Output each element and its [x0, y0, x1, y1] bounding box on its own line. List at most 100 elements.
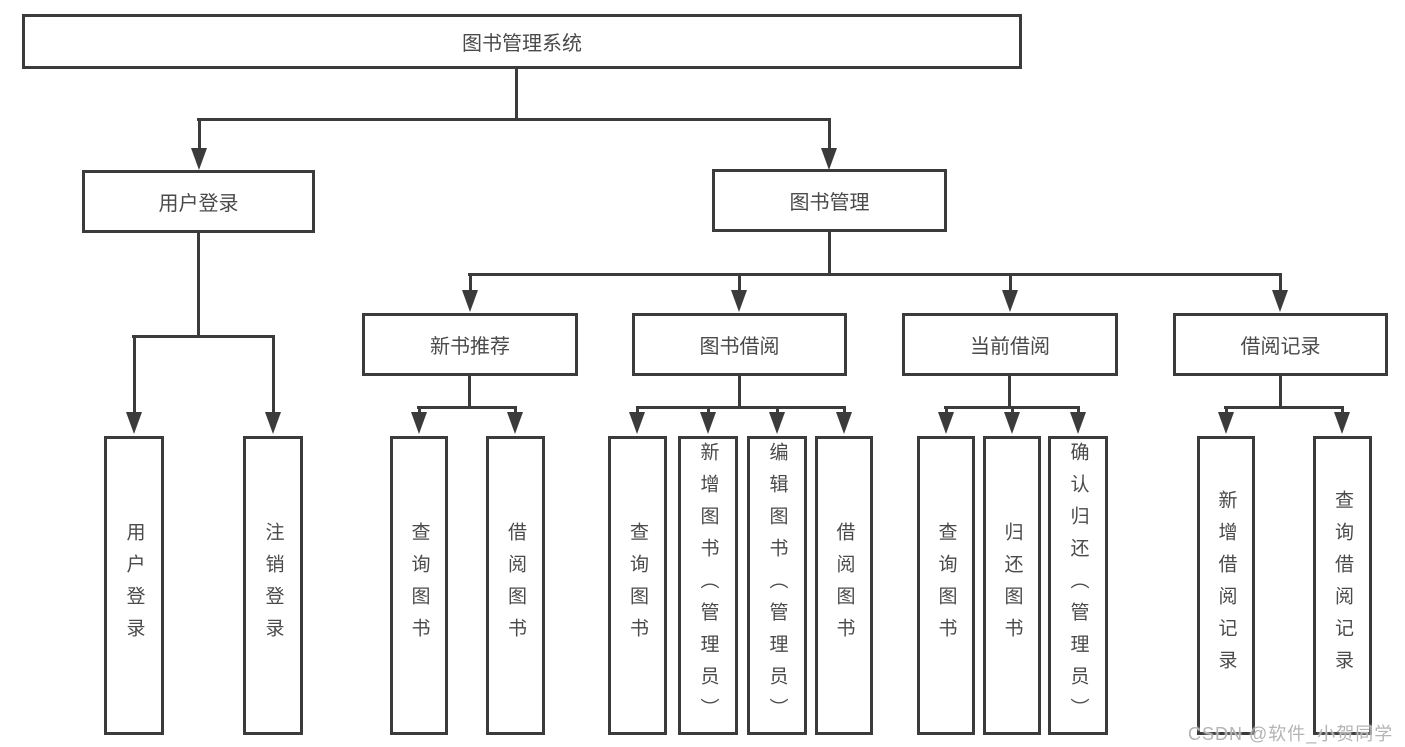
arrowhead-down-icon: [462, 290, 478, 312]
arrow-to-leaf: [1218, 406, 1234, 434]
arrow-to-leaf: [629, 406, 645, 434]
node-root-library-system: 图书管理系统: [22, 14, 1022, 69]
node-label: 当前借阅: [970, 336, 1050, 358]
node-book-management: 图书管理: [712, 169, 947, 232]
leaf-label: 新增图书（管理员）: [697, 441, 719, 730]
leaf-confirm-return-admin: 确认归还（管理员）: [1048, 436, 1108, 735]
leaf-label: 归还图书: [1001, 521, 1023, 650]
arrow-to-book-borrow: [731, 273, 747, 312]
csdn-watermark: CSDN @软件_小贺同学: [1188, 724, 1394, 744]
arrow-to-leaf: [1004, 406, 1020, 434]
node-label: 借阅记录: [1240, 336, 1321, 358]
node-current-borrow: 当前借阅: [902, 313, 1118, 376]
connector-root-split: [197, 118, 831, 121]
arrow-to-user-login: [191, 118, 207, 170]
node-label: 用户登录: [158, 193, 239, 215]
leaf-label: 编辑图书（管理员）: [766, 441, 788, 730]
arrow-stem: [944, 406, 948, 412]
arrow-to-leaf: [769, 406, 785, 434]
leaf-query-books: 查询图书: [917, 436, 975, 735]
arrowhead-down-icon: [1218, 412, 1234, 434]
connector-book-management-split: [468, 273, 1282, 276]
connector-book-borrow-stem: [738, 376, 741, 408]
leaf-query-books: 查询图书: [608, 436, 667, 735]
arrow-stem: [513, 406, 517, 412]
arrow-to-current-borrow: [1002, 273, 1018, 312]
leaf-label: 查询图书: [935, 521, 957, 650]
arrowhead-down-icon: [1334, 412, 1350, 434]
arrowhead-down-icon: [507, 412, 523, 434]
node-label: 图书管理: [789, 192, 870, 214]
leaf-label: 新增借阅记录: [1215, 489, 1237, 682]
arrowhead-down-icon: [836, 412, 852, 434]
connector-current-borrow-stem: [1008, 376, 1011, 408]
leaf-add-books-admin: 新增图书（管理员）: [678, 436, 738, 735]
arrowhead-down-icon: [821, 148, 837, 170]
arrow-to-leaf: [411, 406, 427, 434]
leaf-user-login: 用户登录: [104, 436, 164, 735]
connector-user-login-stem: [197, 233, 200, 338]
node-borrow-record: 借阅记录: [1173, 313, 1388, 376]
connector-root-stem: [515, 69, 518, 121]
node-label: 图书借阅: [699, 336, 780, 358]
leaf-label: 确认归还（管理员）: [1067, 441, 1089, 730]
arrow-stem: [1278, 273, 1282, 290]
arrow-stem: [271, 335, 275, 412]
arrowhead-down-icon: [769, 412, 785, 434]
arrow-to-leaf: [507, 406, 523, 434]
arrow-stem: [842, 406, 846, 412]
arrow-to-leaf: [1334, 406, 1350, 434]
arrowhead-down-icon: [265, 412, 281, 434]
leaf-edit-books-admin: 编辑图书（管理员）: [747, 436, 807, 735]
leaf-query-borrow-record: 查询借阅记录: [1313, 436, 1372, 735]
arrowhead-down-icon: [1002, 290, 1018, 312]
leaf-label: 查询图书: [627, 521, 648, 650]
arrow-to-leaf-user-login: [126, 335, 142, 434]
leaf-label: 注销登录: [262, 521, 284, 650]
leaf-label: 查询图书: [408, 521, 430, 650]
arrow-stem: [417, 406, 421, 412]
arrow-stem: [1340, 406, 1344, 412]
node-user-login: 用户登录: [82, 170, 315, 233]
leaf-borrow-books: 借阅图书: [815, 436, 873, 735]
arrow-stem: [706, 406, 710, 412]
connector-borrow-record-stem: [1279, 376, 1282, 408]
leaf-label: 查询借阅记录: [1332, 489, 1353, 682]
leaf-label: 借阅图书: [833, 521, 855, 650]
connector-borrow-record-split: [1224, 406, 1344, 409]
arrowhead-down-icon: [731, 290, 747, 312]
arrowhead-down-icon: [191, 148, 207, 170]
arrowhead-down-icon: [700, 412, 716, 434]
leaf-borrow-books: 借阅图书: [486, 436, 545, 735]
connector-book-borrow-split: [636, 406, 846, 409]
arrow-stem: [635, 406, 639, 412]
leaf-query-books: 查询图书: [390, 436, 448, 735]
arrowhead-down-icon: [1004, 412, 1020, 434]
connector-book-management-stem: [828, 232, 831, 276]
arrowhead-down-icon: [126, 412, 142, 434]
arrow-stem: [1008, 273, 1012, 290]
arrow-to-leaf-logout: [265, 335, 281, 434]
arrow-to-book-management: [821, 118, 837, 170]
arrowhead-down-icon: [1070, 412, 1086, 434]
arrow-to-leaf: [700, 406, 716, 434]
node-new-book-recommend: 新书推荐: [362, 313, 578, 376]
arrow-to-leaf: [938, 406, 954, 434]
node-book-borrow: 图书借阅: [632, 313, 847, 376]
leaf-logout: 注销登录: [243, 436, 303, 735]
arrow-to-leaf: [836, 406, 852, 434]
connector-new-book-stem: [468, 376, 471, 408]
arrow-stem: [737, 273, 741, 290]
arrowhead-down-icon: [938, 412, 954, 434]
arrowhead-down-icon: [629, 412, 645, 434]
arrow-stem: [197, 118, 201, 148]
arrow-stem: [775, 406, 779, 412]
leaf-add-borrow-record: 新增借阅记录: [1197, 436, 1255, 735]
arrow-stem: [1010, 406, 1014, 412]
arrowhead-down-icon: [411, 412, 427, 434]
arrow-stem: [1076, 406, 1080, 412]
arrow-stem: [468, 273, 472, 290]
arrow-stem: [1224, 406, 1228, 412]
arrow-stem: [827, 118, 831, 148]
